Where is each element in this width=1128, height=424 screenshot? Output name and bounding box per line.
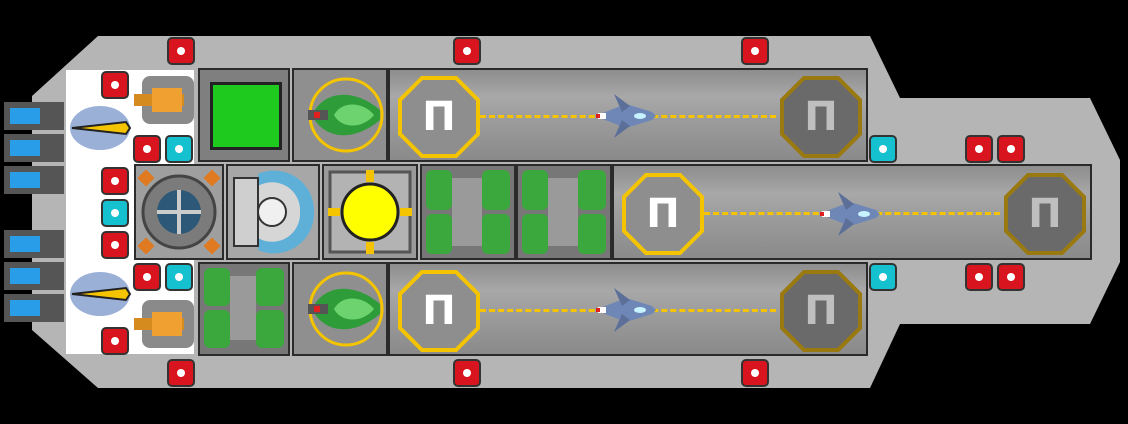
thruster-icon [4, 294, 64, 322]
system-mount-icon[interactable] [100, 198, 130, 228]
weapon-mount-icon[interactable] [740, 358, 770, 388]
weapon-mount-icon[interactable] [132, 262, 162, 292]
thruster-icon [4, 166, 64, 194]
pad-label: Π [646, 191, 680, 237]
fighter-ship-icon[interactable] [596, 282, 658, 338]
shield-core-room[interactable] [322, 164, 418, 260]
oxygen-icon [137, 169, 221, 255]
pad-label: Π [422, 288, 456, 334]
weapon-mount-icon[interactable] [100, 326, 130, 356]
engine-icon [204, 268, 284, 348]
medbay-screen[interactable] [198, 68, 290, 162]
system-mount-icon[interactable] [164, 134, 194, 164]
weapon-artillery-bottom[interactable] [134, 296, 198, 352]
landing-pad-left[interactable]: Π [398, 270, 480, 352]
weapon-mount-icon[interactable] [996, 134, 1026, 164]
weapon-mount-icon[interactable] [740, 36, 770, 66]
weapon-mount-icon[interactable] [100, 166, 130, 196]
clone-bay-room[interactable] [226, 164, 320, 260]
weapon-mount-icon[interactable] [166, 358, 196, 388]
engine-system-bottom[interactable] [198, 262, 290, 356]
weapon-mount-icon[interactable] [166, 36, 196, 66]
thruster-icon [4, 134, 64, 162]
bottom-hangar: Π Π [388, 262, 868, 356]
weapon-beam-bottom[interactable] [66, 268, 136, 320]
weapon-mount-icon[interactable] [964, 262, 994, 292]
fighter-ship-icon[interactable] [820, 186, 882, 242]
weapon-mount-icon[interactable] [452, 358, 482, 388]
drone-bay-bottom[interactable] [292, 262, 388, 356]
engine-icon [426, 170, 510, 254]
weapon-beam-top[interactable] [66, 102, 136, 154]
landing-pad-left[interactable]: Π [398, 76, 480, 158]
drone-bay-top[interactable] [292, 68, 388, 162]
weapon-mount-icon[interactable] [100, 230, 130, 260]
weapon-mount-icon[interactable] [100, 70, 130, 100]
weapon-mount-icon[interactable] [452, 36, 482, 66]
system-mount-icon[interactable] [868, 134, 898, 164]
clone-pod-icon [233, 170, 315, 254]
screen [210, 82, 282, 150]
landing-pad-right[interactable]: Π [780, 76, 862, 158]
weapon-artillery-top[interactable] [134, 72, 198, 128]
weapon-mount-icon[interactable] [132, 134, 162, 164]
pad-label: Π [804, 94, 838, 140]
engine-system-middle-b[interactable] [516, 164, 612, 260]
pad-label: Π [1028, 191, 1062, 237]
oxygen-room[interactable] [134, 164, 224, 260]
pad-label: Π [422, 94, 456, 140]
system-mount-icon[interactable] [164, 262, 194, 292]
drone-icon [308, 271, 384, 347]
landing-pad-left[interactable]: Π [622, 173, 704, 255]
thruster-icon [4, 102, 64, 130]
engine-system-middle-a[interactable] [420, 164, 516, 260]
thruster-icon [4, 230, 64, 258]
top-hangar: Π Π [388, 68, 868, 162]
middle-hangar: Π Π [612, 164, 1092, 260]
engine-icon [522, 170, 606, 254]
pad-label: Π [804, 288, 838, 334]
thruster-icon [4, 262, 64, 290]
landing-pad-right[interactable]: Π [1004, 173, 1086, 255]
shield-core-icon [328, 170, 412, 254]
weapon-mount-icon[interactable] [996, 262, 1026, 292]
system-mount-icon[interactable] [868, 262, 898, 292]
fighter-ship-icon[interactable] [596, 88, 658, 144]
weapon-mount-icon[interactable] [964, 134, 994, 164]
drone-icon [308, 77, 384, 153]
landing-pad-right[interactable]: Π [780, 270, 862, 352]
